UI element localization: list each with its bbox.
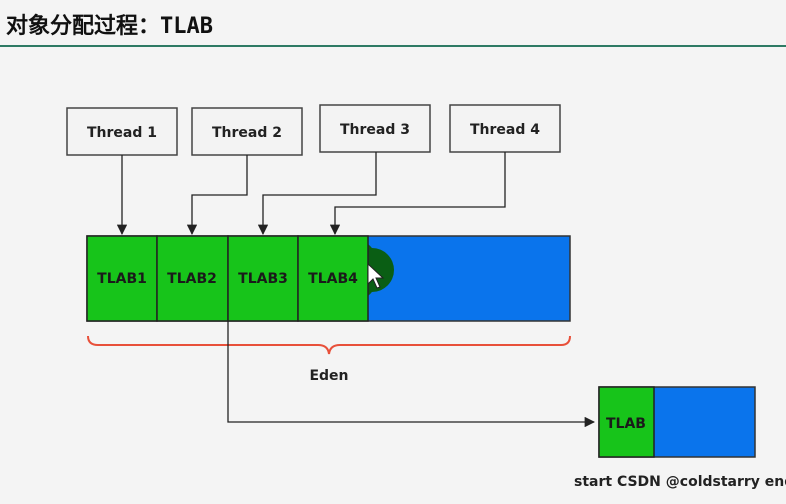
tlab-detail: TLAB [598, 386, 756, 458]
tlab-label-1: TLAB1 [97, 271, 147, 287]
tlab-detail-label: TLAB [606, 416, 646, 432]
thread-box-4: Thread 4 [449, 104, 561, 153]
arrow-thread3-tlab3 [257, 152, 377, 236]
tlab-label-2: TLAB2 [167, 271, 217, 287]
tlab-label-3: TLAB3 [238, 271, 288, 287]
eden-label: Eden [309, 368, 348, 384]
tlab-block-3: TLAB3 [227, 235, 299, 322]
tlab-block-1: TLAB1 [86, 235, 158, 322]
thread-label-3: Thread 3 [340, 122, 410, 138]
arrow-tlab2-detail [227, 321, 596, 428]
thread-label-2: Thread 2 [212, 125, 282, 141]
mouse-cursor-icon [367, 262, 385, 289]
page-title-code: TLAB [160, 14, 213, 39]
thread-label-1: Thread 1 [87, 125, 157, 141]
thread-box-1: Thread 1 [66, 107, 178, 156]
watermark: start CSDN @coldstarry end [574, 474, 786, 490]
thread-box-3: Thread 3 [319, 104, 431, 153]
page-title-text: 对象分配过程： [6, 14, 161, 39]
tlab-block-2: TLAB2 [156, 235, 229, 322]
thread-box-2: Thread 2 [191, 107, 303, 156]
page-title: 对象分配过程：TLAB [6, 8, 213, 40]
tlab-label-4: TLAB4 [308, 271, 358, 287]
tlab-block-4: TLAB4 [297, 235, 369, 322]
thread-label-4: Thread 4 [470, 122, 540, 138]
arrow-thread2-tlab2 [186, 155, 248, 236]
eden-brace [87, 335, 571, 355]
arrow-thread4-tlab4 [329, 152, 506, 236]
title-bar: 对象分配过程：TLAB [0, 0, 786, 47]
